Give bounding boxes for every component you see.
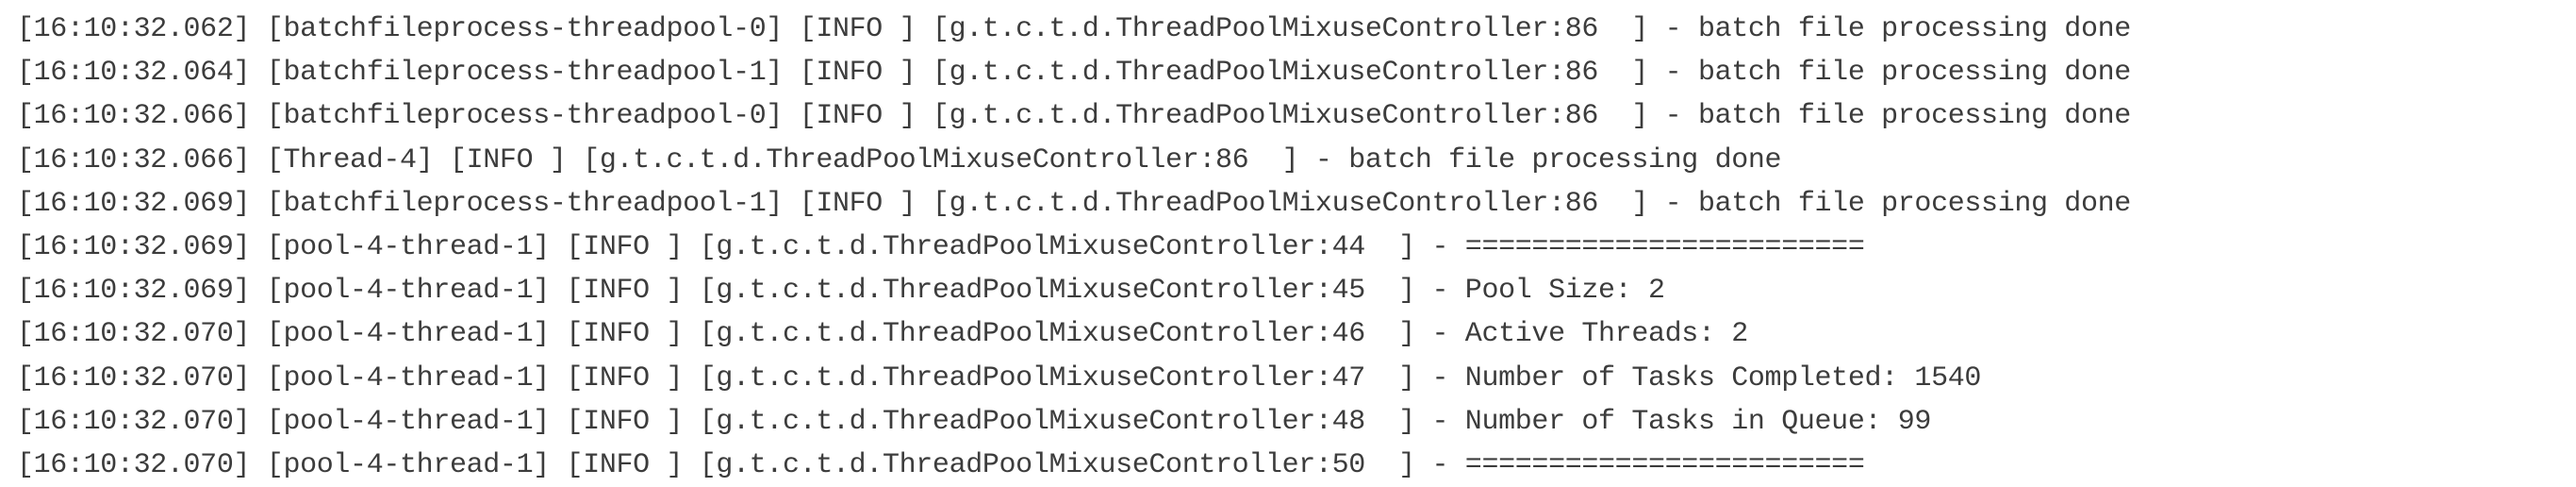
log-line: [16:10:32.066] [Thread-4] [INFO ] [g.t.c… bbox=[17, 143, 1782, 176]
log-line: [16:10:32.070] [pool-4-thread-1] [INFO ]… bbox=[17, 318, 1748, 351]
log-line: [16:10:32.069] [batchfileprocess-threadp… bbox=[17, 187, 2131, 220]
log-line: [16:10:32.070] [pool-4-thread-1] [INFO ]… bbox=[17, 405, 1932, 438]
log-line: [16:10:32.070] [pool-4-thread-1] [INFO ]… bbox=[17, 448, 1865, 481]
log-line: [16:10:32.066] [batchfileprocess-threadp… bbox=[17, 100, 2131, 133]
log-line: [16:10:32.064] [batchfileprocess-threadp… bbox=[17, 57, 2131, 90]
log-line: [16:10:32.069] [pool-4-thread-1] [INFO ]… bbox=[17, 275, 1665, 308]
log-line: [16:10:32.070] [pool-4-thread-1] [INFO ]… bbox=[17, 361, 1982, 395]
log-line: [16:10:32.069] [pool-4-thread-1] [INFO ]… bbox=[17, 230, 1865, 263]
log-line: [16:10:32.062] [batchfileprocess-threadp… bbox=[17, 13, 2131, 45]
